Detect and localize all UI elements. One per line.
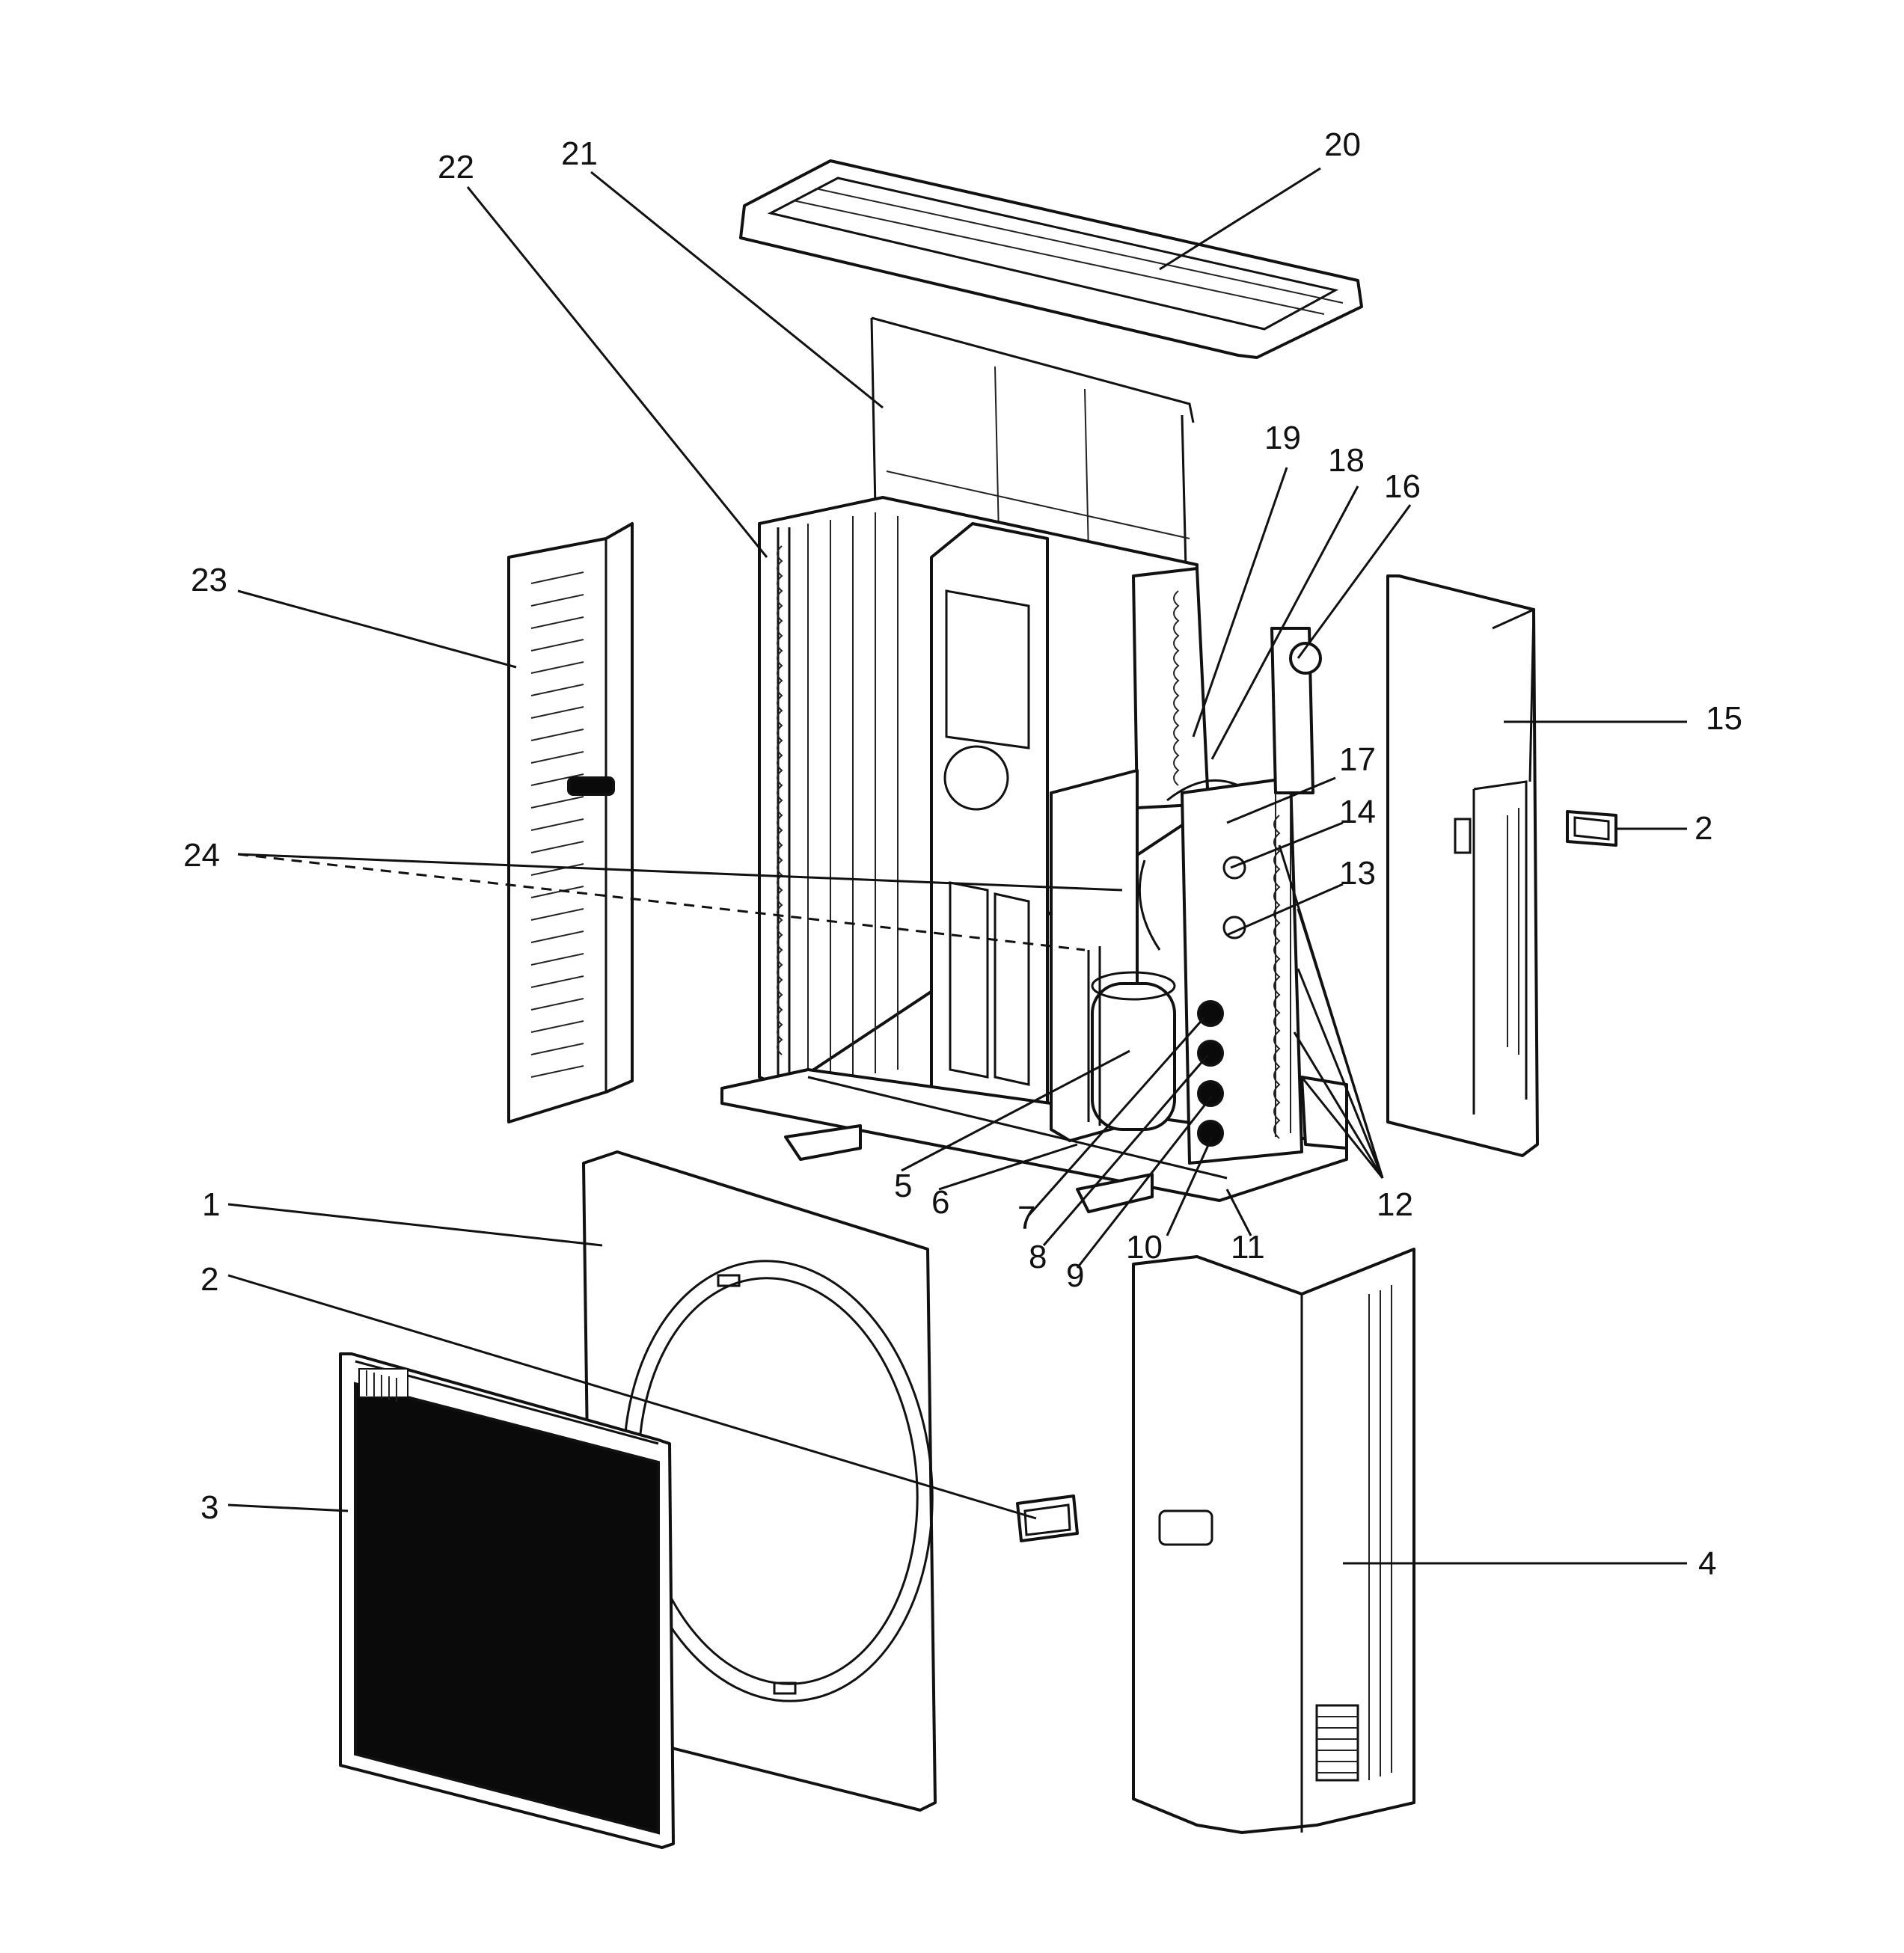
callout-11: 11 <box>1231 1229 1265 1266</box>
callout-16: 16 <box>1384 468 1421 505</box>
handle-right <box>1566 810 1617 847</box>
callout-23: 23 <box>191 562 227 598</box>
callout-5: 5 <box>894 1168 912 1204</box>
callout-labels: 1 2 2 3 4 5 6 7 8 9 10 11 12 13 14 15 16… <box>183 126 1742 1582</box>
vent-grid <box>1315 1704 1359 1782</box>
rear-wire-guard <box>870 316 1195 569</box>
callout-6: 6 <box>931 1184 949 1221</box>
callout-1: 1 <box>202 1186 220 1223</box>
callout-2a: 2 <box>200 1261 218 1298</box>
callout-8: 8 <box>1029 1239 1047 1275</box>
callout-4: 4 <box>1698 1545 1716 1582</box>
callout-13: 13 <box>1339 855 1376 892</box>
louver-slots <box>530 571 584 1078</box>
callout-2b: 2 <box>1695 810 1712 847</box>
compressor-assembly <box>1050 627 1348 1165</box>
left-side-panel <box>507 522 634 1123</box>
coil-returns <box>777 545 783 1055</box>
callout-3: 3 <box>200 1489 218 1526</box>
unit-chassis <box>720 496 1348 1213</box>
callout-17: 17 <box>1339 741 1376 778</box>
callout-10: 10 <box>1126 1229 1163 1266</box>
callout-20: 20 <box>1324 126 1361 163</box>
front-grille <box>339 1352 675 1849</box>
callout-9: 9 <box>1066 1257 1084 1294</box>
top-cover <box>739 159 1363 359</box>
right-side-panel <box>1386 574 1539 1157</box>
callout-12: 12 <box>1377 1186 1413 1223</box>
callout-7: 7 <box>1017 1200 1035 1236</box>
callout-14: 14 <box>1339 794 1376 830</box>
grille-louvers <box>358 1368 408 1402</box>
handle-front <box>1016 1494 1079 1542</box>
callout-15: 15 <box>1706 700 1742 737</box>
callout-18: 18 <box>1328 442 1365 479</box>
corner-panel <box>1132 1248 1415 1834</box>
leader-lines <box>227 167 1687 1565</box>
callout-19: 19 <box>1264 420 1301 456</box>
callout-22: 22 <box>438 149 474 186</box>
callout-24: 24 <box>183 837 220 874</box>
callout-21: 21 <box>561 135 598 172</box>
